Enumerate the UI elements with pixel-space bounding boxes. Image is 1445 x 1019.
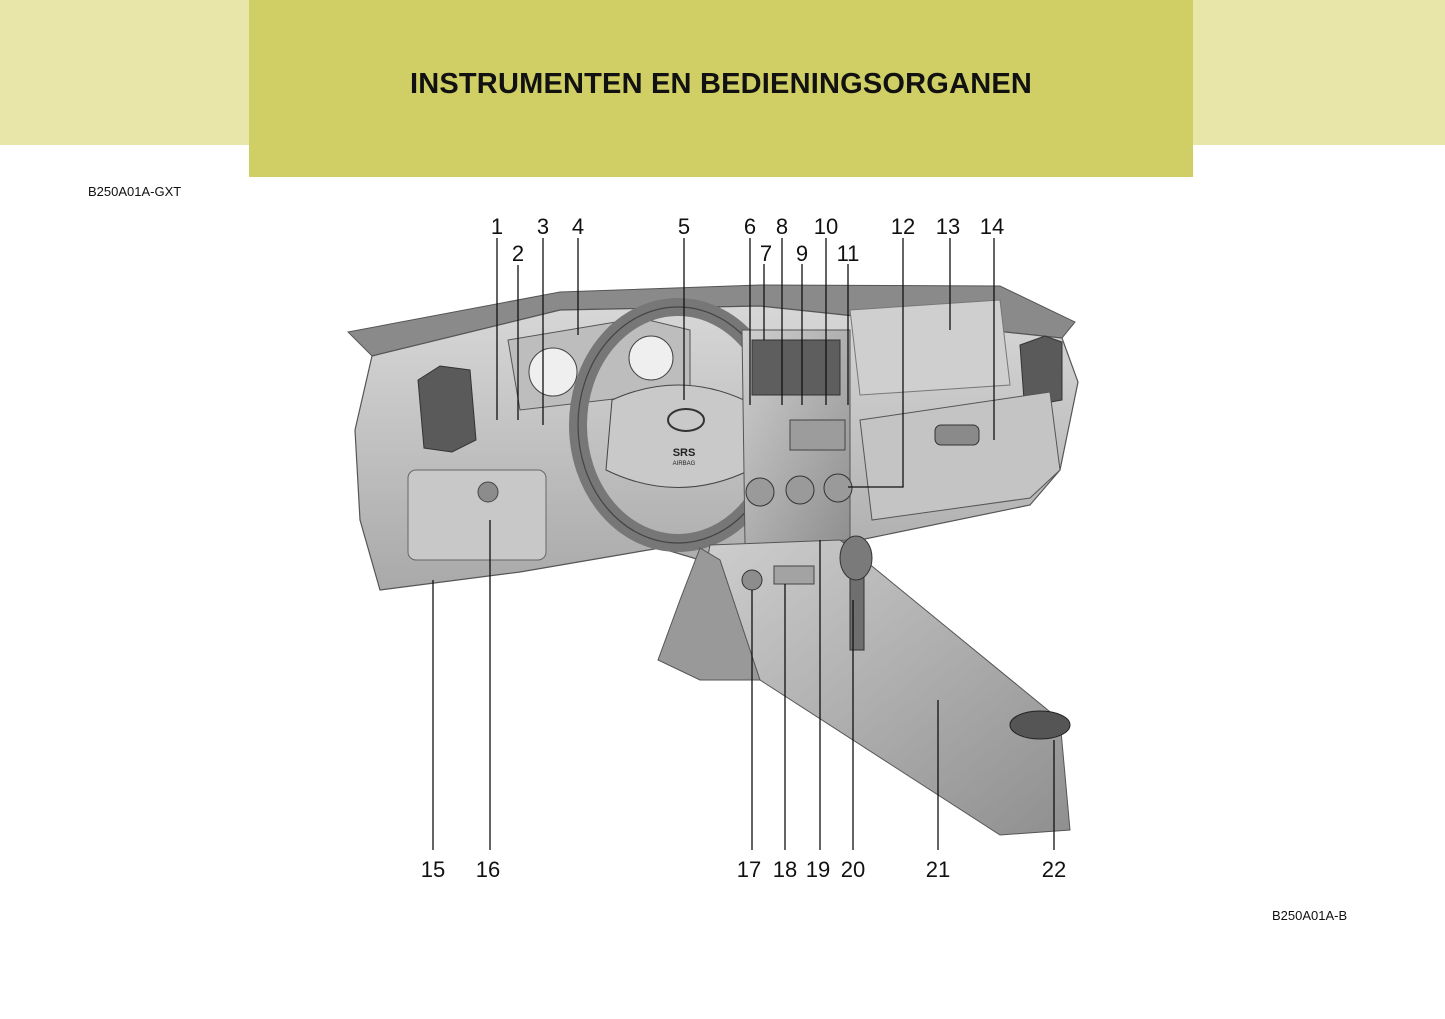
srs-badge-sub: AIRBAG	[673, 461, 696, 467]
lower-panel-knob	[477, 481, 499, 503]
callout-13: 13	[936, 214, 960, 239]
callout-20: 20	[841, 857, 865, 882]
page-title: INSTRUMENTEN EN BEDIENINGSORGANEN	[409, 68, 1033, 100]
climate-knob-1	[745, 477, 775, 507]
callout-6: 6	[744, 214, 756, 239]
callout-4: 4	[572, 214, 584, 239]
callout-19: 19	[806, 857, 830, 882]
callout-3: 3	[537, 214, 549, 239]
callout-11: 11	[837, 241, 860, 266]
climate-knob-3	[823, 473, 853, 503]
left-vent	[417, 365, 477, 453]
header-band-right	[1193, 0, 1445, 145]
callout-numbers: 1 2 3 4 5 6 7 8 9 10 11 12 13 14 15 16 1…	[421, 214, 1066, 882]
cup-holder	[1009, 710, 1071, 740]
lower-left-panel	[407, 469, 547, 561]
lighter-socket	[741, 569, 763, 591]
radio-unit	[789, 419, 846, 451]
callout-8: 8	[776, 214, 788, 239]
passenger-airbag	[849, 299, 1011, 396]
callout-10: 10	[814, 214, 838, 239]
callout-21: 21	[926, 857, 950, 882]
climate-knob-2	[785, 475, 815, 505]
callout-14: 14	[980, 214, 1004, 239]
callout-22: 22	[1042, 857, 1066, 882]
callout-5: 5	[678, 214, 690, 239]
callout-9: 9	[796, 241, 808, 266]
tachometer	[628, 335, 674, 381]
speedometer	[528, 347, 578, 397]
srs-badge: SRS	[673, 447, 696, 459]
leader-lines	[432, 238, 1055, 850]
header-band-left	[0, 0, 249, 145]
callout-12: 12	[891, 214, 915, 239]
callout-17: 17	[737, 857, 761, 882]
center-vents	[751, 339, 841, 396]
ashtray	[773, 565, 815, 585]
figure-code-top: B250A01A-GXT	[88, 184, 182, 199]
callout-2: 2	[512, 241, 524, 266]
callout-18: 18	[773, 857, 797, 882]
glove-box-handle	[934, 424, 980, 446]
figure-code-bottom: B250A01A-B	[1272, 908, 1348, 923]
gear-knob	[839, 535, 873, 581]
dashboard-illustration: SRS AIRBAG	[346, 214, 1079, 882]
callout-16: 16	[476, 857, 500, 882]
floor-tunnel	[657, 547, 761, 681]
glove-box	[859, 391, 1061, 521]
callout-1: 1	[491, 214, 503, 239]
callout-15: 15	[421, 857, 445, 882]
brand-logo	[667, 408, 705, 432]
header-box	[249, 0, 1193, 177]
callout-7: 7	[760, 241, 772, 266]
steering-wheel-hub	[605, 384, 751, 488]
